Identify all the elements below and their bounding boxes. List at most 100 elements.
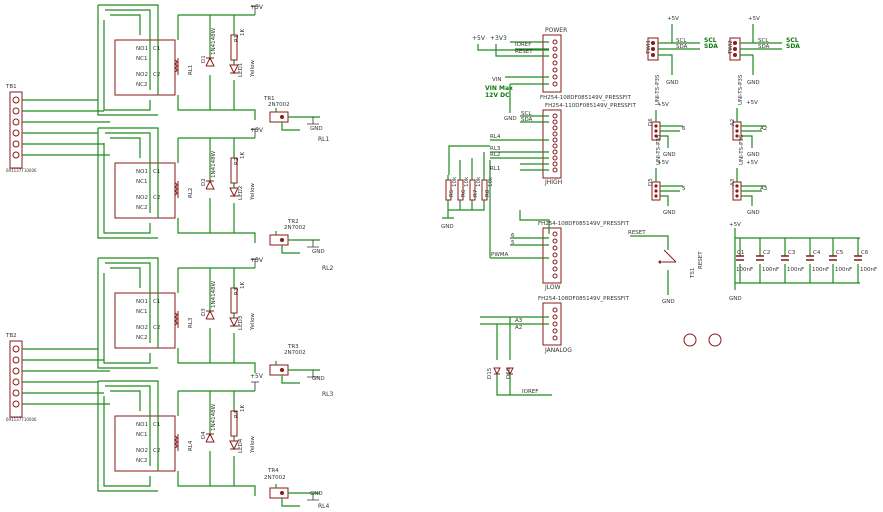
- svg-text:TWI2: TWI2: [728, 40, 734, 55]
- svg-text:10k: 10k: [488, 176, 494, 187]
- svg-text:UNI-TS-P3S: UNI-TS-P3S: [655, 74, 661, 105]
- svg-text:UNI-TS-P3S: UNI-TS-P3S: [739, 134, 745, 165]
- svg-text:RL3: RL3: [188, 317, 194, 328]
- svg-text:1N4148W: 1N4148W: [211, 150, 217, 178]
- terminal-block-1: [9, 91, 23, 169]
- svg-text:GND: GND: [662, 299, 675, 305]
- relay-1-labels: NO1 C1 NC1 NO2 C2 NC2 RL1 D1 1N4148W R1 …: [136, 4, 330, 143]
- relay-block-4: [97, 380, 321, 507]
- svg-text:+5V: +5V: [746, 100, 758, 106]
- svg-text:GND: GND: [747, 80, 760, 86]
- svg-text:100nF: 100nF: [787, 267, 804, 273]
- relay-2-labels: NO1 C1 NC1 NO2 C2 NC2 RL2 D2 1N4148W R2 …: [136, 127, 334, 272]
- svg-text:5: 5: [682, 186, 686, 192]
- svg-text:D4: D4: [201, 431, 207, 439]
- svg-text:2N7002: 2N7002: [284, 225, 306, 231]
- twi1-connector: TWI1 SCL SDA SCL SDA +5V GND: [646, 16, 718, 86]
- svg-text:+5V: +5V: [657, 102, 669, 108]
- svg-text:C2: C2: [153, 325, 160, 331]
- svg-text:NO1: NO1: [136, 169, 148, 175]
- jlow-header: FH254-108DF085149V_PRESSFIT JLOW 6 5 PWM…: [489, 160, 630, 291]
- tb1-label: TB1: [5, 84, 17, 90]
- svg-text:GND: GND: [312, 249, 325, 255]
- a2-port: A2 UNI-TS-P3S A2 +5V GND: [730, 74, 767, 158]
- svg-text:RL4: RL4: [188, 440, 194, 451]
- svg-text:D2: D2: [201, 178, 207, 186]
- svg-text:Yellow: Yellow: [250, 183, 256, 201]
- relay-block-1: [97, 4, 321, 131]
- svg-text:R8: R8: [485, 189, 491, 197]
- svg-text:NO2: NO2: [136, 72, 148, 78]
- svg-text:1K: 1K: [240, 405, 246, 412]
- svg-text:+5V: +5V: [250, 373, 264, 380]
- svg-text:NO1: NO1: [136, 422, 148, 428]
- janalog-header: FH254-108DF085149V_PRESSFIT JANALOG A3 A…: [480, 296, 630, 360]
- svg-text:100nF: 100nF: [835, 267, 852, 273]
- a3-port: A3 UNI-TS-P3S A3 +5V GND: [730, 134, 768, 216]
- svg-text:C2: C2: [763, 250, 770, 256]
- svg-text:100nF: 100nF: [736, 267, 753, 273]
- svg-text:RL1: RL1: [490, 166, 500, 172]
- svg-text:D16: D16: [506, 367, 512, 379]
- svg-text:GND: GND: [310, 491, 323, 497]
- svg-text:2N7002: 2N7002: [268, 102, 290, 108]
- svg-text:RL2: RL2: [490, 152, 500, 158]
- svg-text:GND: GND: [504, 116, 517, 122]
- svg-text:POWER: POWER: [545, 27, 567, 34]
- svg-text:RL4: RL4: [490, 134, 501, 140]
- svg-text:SDA: SDA: [704, 43, 718, 50]
- svg-text:TR4: TR4: [267, 468, 279, 474]
- mounting-hole-1: [683, 333, 697, 347]
- svg-text:PWMA: PWMA: [491, 252, 509, 258]
- svg-text:D1: D1: [201, 55, 207, 63]
- svg-text:10k: 10k: [476, 176, 482, 187]
- svg-text:Yellow: Yellow: [250, 313, 256, 331]
- svg-text:D5: D5: [648, 178, 654, 186]
- svg-text:C2: C2: [153, 448, 160, 454]
- svg-text:NC2: NC2: [136, 335, 147, 341]
- svg-text:RL1: RL1: [188, 65, 194, 75]
- svg-text:SDA: SDA: [758, 44, 770, 50]
- relay-block-2: [97, 127, 321, 254]
- svg-text:TS1: TS1: [690, 268, 696, 279]
- svg-text:UNI-TS-P3S: UNI-TS-P3S: [656, 134, 662, 165]
- svg-text:1N4148W: 1N4148W: [211, 27, 217, 55]
- svg-text:C2: C2: [153, 72, 160, 78]
- svg-text:5: 5: [511, 240, 515, 246]
- svg-text:12V DC: 12V DC: [485, 92, 510, 99]
- svg-text:SDA: SDA: [786, 43, 800, 50]
- svg-text:D3: D3: [201, 308, 207, 316]
- svg-text:SCL: SCL: [676, 38, 687, 44]
- svg-text:D6: D6: [648, 118, 654, 126]
- svg-text:6: 6: [682, 126, 686, 132]
- relay-4-labels: NO1 C1 NC1 NO2 C2 NC2 RL4 D4 1N4148W R4 …: [136, 373, 330, 510]
- svg-text:NO2: NO2: [136, 195, 148, 201]
- svg-text:2N7002: 2N7002: [284, 350, 306, 356]
- svg-text:TR3: TR3: [287, 344, 299, 350]
- svg-text:NC1: NC1: [136, 432, 147, 438]
- svg-text:C3: C3: [788, 250, 796, 256]
- svg-text:RESET: RESET: [628, 230, 646, 236]
- svg-text:RL3: RL3: [490, 146, 501, 152]
- svg-text:LED4: LED4: [238, 438, 244, 453]
- svg-text:NO2: NO2: [136, 448, 148, 454]
- svg-text:A3: A3: [730, 178, 736, 186]
- svg-text:SDA: SDA: [521, 117, 533, 123]
- svg-text:+5V: +5V: [250, 257, 264, 264]
- svg-text:1K: 1K: [240, 282, 246, 289]
- svg-text:A2: A2: [730, 119, 736, 126]
- svg-text:+5V: +5V: [746, 160, 758, 166]
- svg-text:JLOW: JLOW: [544, 284, 561, 291]
- relay-3-labels: NO1 C1 NC1 NO2 C2 NC2 RL3 D3 1N4148W R3 …: [136, 257, 334, 398]
- svg-text:IOREF: IOREF: [522, 389, 538, 395]
- twi2-connector: TWI2 SCL SDA SCL SDA +5V GND: [728, 16, 800, 86]
- svg-text:+5V: +5V: [748, 16, 760, 22]
- svg-text:RESET: RESET: [698, 251, 704, 269]
- svg-text:IOREF: IOREF: [515, 42, 531, 48]
- svg-text:R4: R4: [234, 410, 240, 418]
- tb2-label: TB2: [5, 333, 17, 339]
- svg-text:NC2: NC2: [136, 82, 147, 88]
- svg-text:SDA: SDA: [676, 44, 688, 50]
- svg-text:TR2: TR2: [287, 219, 299, 225]
